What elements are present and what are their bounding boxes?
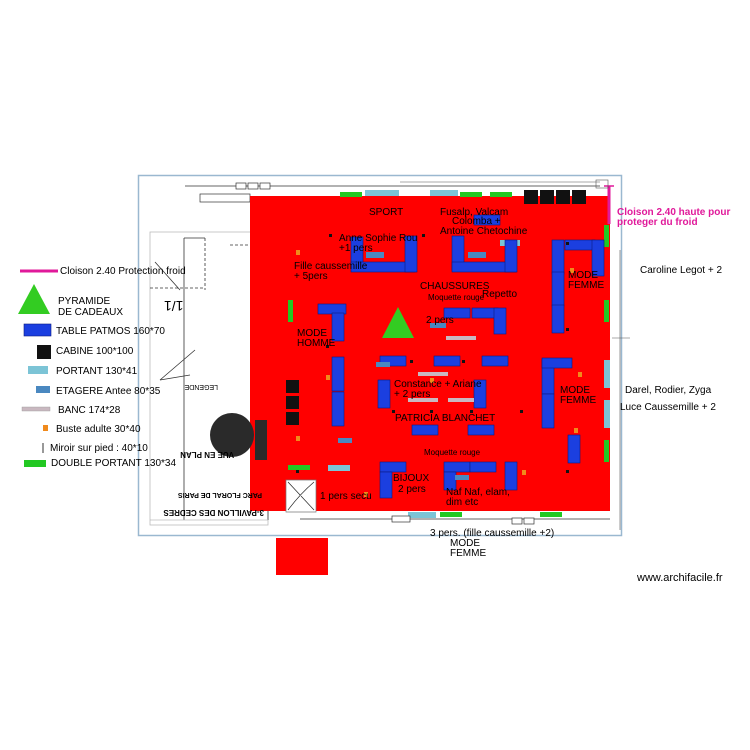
green-triangle-icon <box>18 284 50 314</box>
steel-blue-rect-icon <box>36 386 50 393</box>
legend-banc: BANC 174*28 <box>58 405 121 416</box>
zone-antoine: Antoine Chetochine <box>440 226 528 237</box>
light-blue-rect-icon <box>28 366 48 374</box>
legend-portant: PORTANT 130*41 <box>56 366 138 377</box>
zone-mode-femme-2: MODE <box>560 385 590 396</box>
legend-double-portant: DOUBLE PORTANT 130*34 <box>51 458 177 469</box>
cloison-right-label: Cloison 2.40 haute pour <box>617 207 731 218</box>
cloison-right-label-2: proteger du froid <box>617 217 698 228</box>
legend-etagere: ETAGERE Antee 80*35 <box>56 386 161 397</box>
panel-legende: LEGENDE <box>184 383 218 390</box>
black-square-icon <box>37 345 51 359</box>
zone-fusalp: Fusalp, Valcam <box>440 207 509 218</box>
red-floor <box>250 196 610 511</box>
label-caroline: Caroline Legot + 2 <box>640 265 723 276</box>
blue-rect-icon <box>23 323 52 337</box>
zone-mode-homme-b: HOMME <box>297 338 336 349</box>
panel-vue: VUE EN PLAN <box>180 450 234 459</box>
legend-icons <box>18 269 58 467</box>
zone-colomba: Colomba + <box>452 216 501 227</box>
plan-frame <box>137 174 623 537</box>
panel-title: 3-PAVILLON DES CEDRES <box>163 508 264 517</box>
etageres <box>338 252 486 480</box>
legend-miroir: Miroir sur pied : 40*10 <box>50 443 148 454</box>
panel-scale: 1/1 <box>164 298 184 314</box>
right-structures <box>400 179 630 530</box>
green-rect-icon <box>24 460 46 467</box>
zone-sport: SPORT <box>369 207 404 218</box>
red-outside-square <box>276 538 328 575</box>
zone-anne-sophie: Anne Sophie Rou <box>339 233 418 244</box>
bustes <box>296 250 582 497</box>
zone-3-pers: 3 pers. (fille caussemille +2) <box>430 528 555 539</box>
left-panel-text: 3-PAVILLON DES CEDRES PARC FLORAL DE PAR… <box>150 380 268 520</box>
zone-mode-femme-1: MODE <box>568 270 598 281</box>
legend-pyramide-2: DE CADEAUX <box>58 307 124 318</box>
grey-bar-icon <box>21 406 51 412</box>
zone-constance-2: + 2 pers <box>394 389 431 400</box>
zone-fille-caussemille: Fille caussemille <box>294 261 368 272</box>
zone-naf-naf-2: dim etc <box>446 497 479 508</box>
zone-bijoux-2: 2 pers <box>398 484 426 495</box>
legend-cabine: CABINE 100*100 <box>56 346 134 357</box>
label-darel: Darel, Rodier, Zyga <box>625 385 712 396</box>
pyramid-de-cadeaux <box>382 307 414 338</box>
zone-patricia: PATRICIA BLANCHET <box>395 413 496 424</box>
panel-subtitle: PARC FLORAL DE PARIS <box>177 491 262 498</box>
bottom-strip <box>300 515 610 525</box>
zone-constance: Constance + Ariane <box>394 379 482 390</box>
logo-tab <box>255 420 267 460</box>
zone-2-pers: 2 pers <box>426 315 454 326</box>
watermark: www.archifacile.fr <box>637 572 723 584</box>
zone-chaussures: CHAUSSURES <box>420 281 490 292</box>
zone-mode-femme-2b: FEMME <box>560 395 597 406</box>
zone-moquette-rouge-2: Moquette rouge <box>424 448 481 457</box>
zone-naf-naf: Naf Naf, elam, <box>446 487 510 498</box>
orange-square-icon <box>43 425 48 431</box>
bancs <box>408 336 476 402</box>
zone-1-pers-secu: 1 pers secu <box>320 491 372 502</box>
grey-line-icon <box>42 443 44 453</box>
zone-anne-sophie-2: +1 pers <box>339 243 373 254</box>
zone-repetto: Repetto <box>482 289 518 300</box>
zone-mode-femme-1b: FEMME <box>568 280 605 291</box>
legend-table: TABLE PATMOS 160*70 <box>56 326 165 337</box>
zone-moquette-rouge-1: Moquette rouge <box>428 293 485 302</box>
zone-fille-caussemille-2: + 5pers <box>294 271 328 282</box>
zone-mode-homme: MODE <box>297 328 327 339</box>
zone-mode-femme-3: MODE <box>450 538 480 549</box>
bottom-door <box>285 479 317 513</box>
legend-buste: Buste adulte 30*40 <box>56 424 141 435</box>
cabins <box>286 190 586 425</box>
label-luce: Luce Caussemille + 2 <box>620 402 716 413</box>
legend-pyramide: PYRAMIDE <box>58 296 111 307</box>
zone-mode-femme-3b: FEMME <box>450 548 487 559</box>
legend-cloison: Cloison 2.40 Protection froid <box>60 266 186 277</box>
small-markers <box>296 234 569 473</box>
tables <box>317 214 605 499</box>
logo-circle <box>210 413 254 457</box>
double-portants-top <box>288 192 609 517</box>
zone-bijoux: BIJOUX <box>393 473 430 484</box>
